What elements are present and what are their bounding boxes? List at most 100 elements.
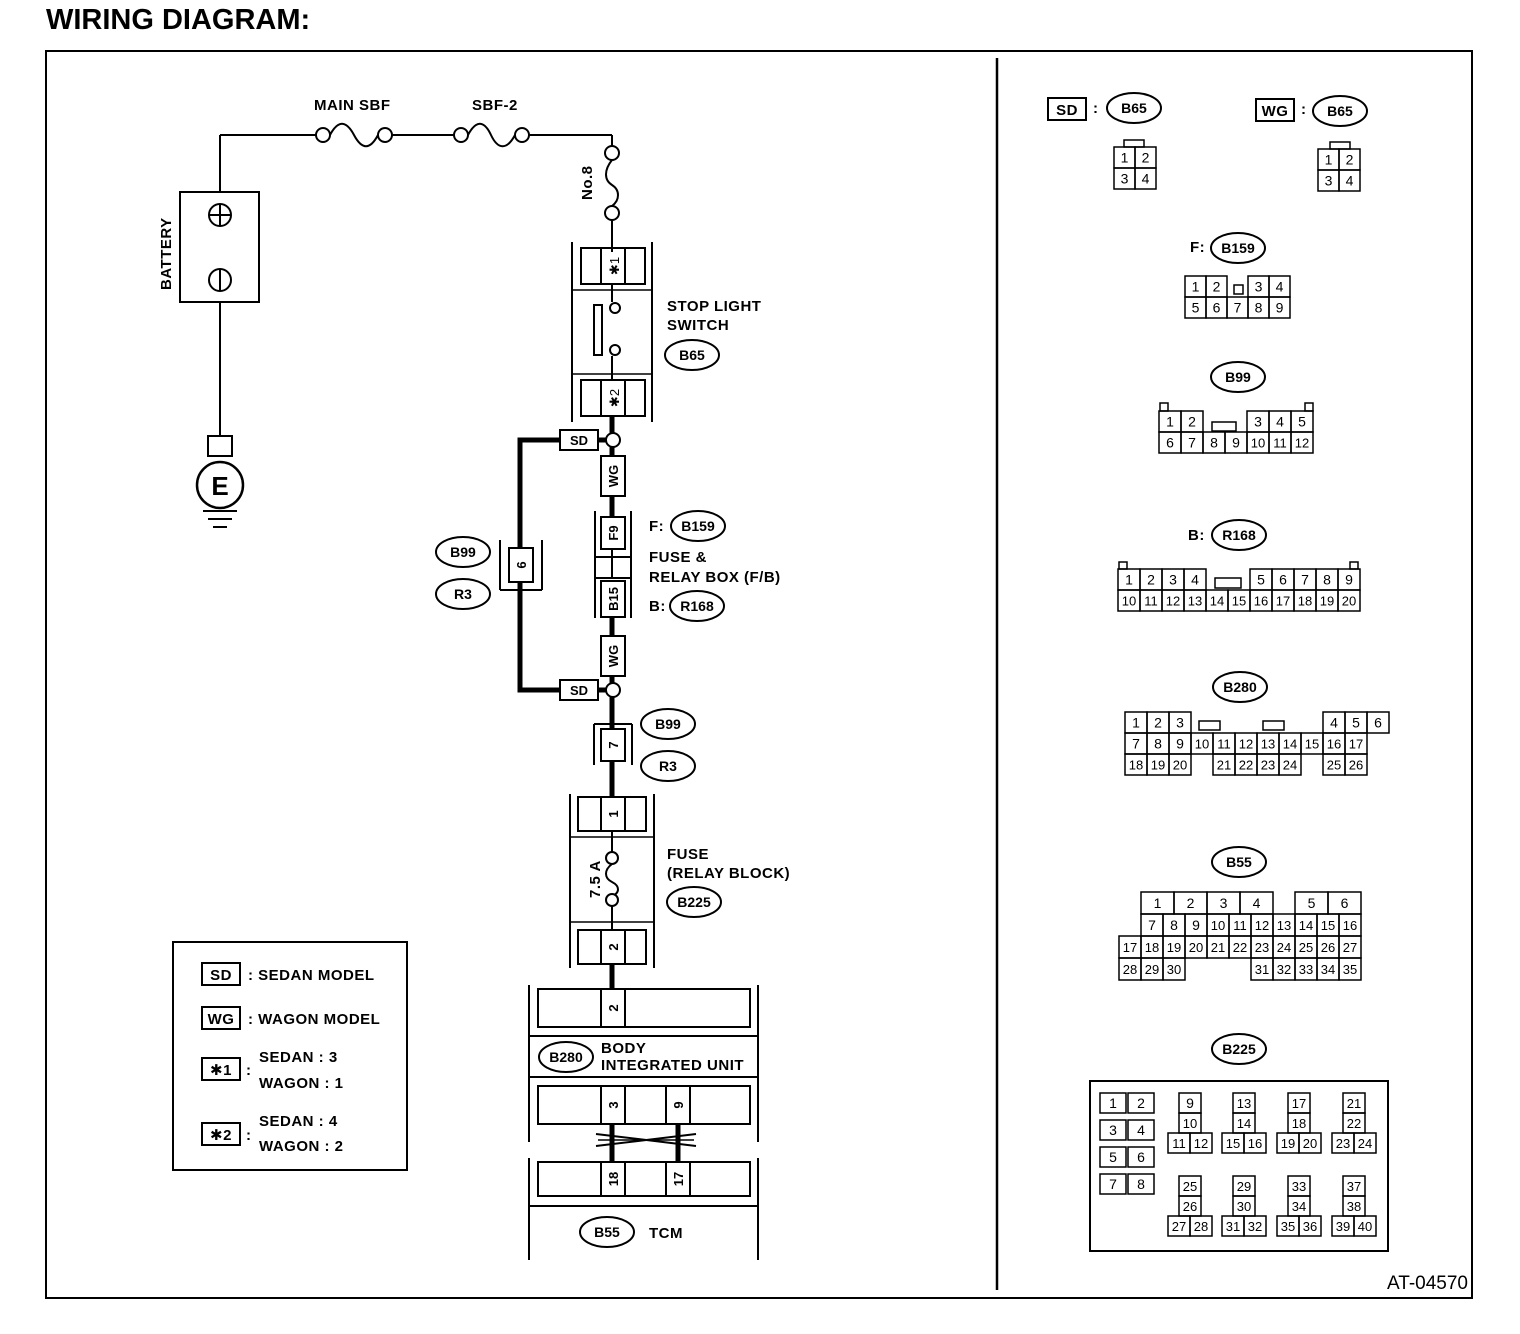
fuse-relay-box-label: FUSE &	[649, 549, 707, 566]
grid-b159-pin: 6	[1213, 300, 1221, 316]
grid-r168-pin: 7	[1301, 572, 1309, 588]
b225-pin: 17	[1292, 1096, 1306, 1111]
grid-b280-pin: 26	[1349, 758, 1363, 773]
grid-b99-pin: 6	[1166, 435, 1174, 451]
grid-sd-b65-pin: 1	[1121, 150, 1129, 166]
fuse-no8-label: No.8	[579, 165, 596, 200]
b225-pin: 38	[1347, 1199, 1361, 1214]
grid-b280-pin: 16	[1327, 737, 1341, 752]
b55-pin: 11	[1233, 918, 1247, 933]
grid-b159-pin: 8	[1255, 300, 1263, 316]
legend-star1-colon: :	[246, 1062, 252, 1079]
wire-tag-sd-upper: SD	[559, 429, 599, 451]
fuse-no8: No.8	[579, 145, 620, 221]
b225-pin: 25	[1183, 1179, 1197, 1194]
grid-r168-pin: 17	[1276, 594, 1290, 609]
b225-pin: 22	[1347, 1116, 1361, 1131]
grid-b159-pin: 5	[1192, 300, 1200, 316]
grid-b159-pin: 2	[1213, 279, 1221, 295]
b225-pin: 6	[1137, 1149, 1145, 1165]
grid-wg-b65-pin: 1	[1325, 152, 1333, 168]
legend-star1-tag: ✱1	[210, 1062, 232, 1079]
grid-b99-pin: 12	[1295, 436, 1309, 451]
b55-pin: 14	[1299, 918, 1313, 933]
b225-pin: 32	[1248, 1219, 1262, 1234]
b55-pin: 22	[1233, 940, 1247, 955]
b55-pin: 18	[1145, 940, 1159, 955]
grid-b280-pin: 17	[1349, 737, 1363, 752]
grid-b159-pin: 9	[1276, 300, 1284, 316]
grid-r168-pin: 1	[1125, 572, 1133, 588]
figure-id: AT-04570	[1387, 1273, 1468, 1294]
grid-b99-pin: 8	[1210, 435, 1218, 451]
stop-light-switch: ✱1 ✱2 STOP LIGHT SWITCH	[571, 242, 761, 422]
grid-b280-pin: 12	[1239, 737, 1253, 752]
b225-pin: 12	[1194, 1136, 1208, 1151]
pin-3: 3	[606, 1101, 621, 1108]
pin-17: 17	[671, 1172, 686, 1186]
svg-text:R168: R168	[1222, 527, 1256, 543]
connector-oval-b280: B280	[538, 1041, 594, 1073]
battery-block: BATTERY	[158, 191, 260, 303]
body-unit-label: BODY	[601, 1040, 646, 1057]
legend-star2-tag: ✱2	[210, 1127, 232, 1144]
body-unit-label-2: INTEGRATED UNIT	[601, 1057, 744, 1074]
grid-r168-pin: 2	[1147, 572, 1155, 588]
grid-r168-pin: 20	[1342, 594, 1356, 609]
b55-pin: 30	[1167, 962, 1181, 977]
b225-pin: 15	[1226, 1136, 1240, 1151]
svg-text:SD: SD	[570, 433, 588, 448]
b55-pin: 20	[1189, 940, 1203, 955]
b55-pin: 31	[1255, 962, 1269, 977]
svg-text:B65: B65	[1327, 103, 1353, 119]
b225-pin: 35	[1281, 1219, 1295, 1234]
b55-pin: 12	[1255, 918, 1269, 933]
svg-text:R3: R3	[454, 586, 472, 602]
grid-sd-b65-pin: 4	[1142, 171, 1150, 187]
b-prefix-r168: B:	[649, 598, 666, 615]
b225-pin: 4	[1137, 1122, 1145, 1138]
svg-text:B99: B99	[450, 544, 476, 560]
b225-pin: 28	[1194, 1219, 1208, 1234]
grid-b99-pin: 10	[1251, 436, 1265, 451]
b225-pin: 18	[1292, 1116, 1306, 1131]
pin-1: 1	[606, 810, 621, 817]
stop-light-switch-label: STOP LIGHT	[667, 298, 761, 315]
body-integrated-unit: 2 BODY INTEGRATED UNIT 3 9	[528, 985, 759, 1142]
legend-star2-colon: :	[246, 1127, 252, 1144]
b55-pin: 13	[1277, 918, 1291, 933]
svg-text:WG: WG	[606, 465, 621, 487]
svg-text:B65: B65	[1121, 100, 1147, 116]
svg-text:WG: WG	[606, 645, 621, 667]
grid-b280-pin: 8	[1154, 736, 1162, 752]
grid-r168-pin: 8	[1323, 572, 1331, 588]
b225-pin: 16	[1248, 1136, 1262, 1151]
grid-sd-b65-pin: 2	[1142, 150, 1150, 166]
connector-oval-b65: B65	[664, 339, 720, 371]
pin-star1: ✱1	[607, 257, 622, 275]
svg-text:SD: SD	[570, 683, 588, 698]
tcm-label: TCM	[649, 1225, 683, 1242]
b225-pin: 19	[1281, 1136, 1295, 1151]
svg-text:B55: B55	[1226, 854, 1252, 870]
b55-pin: 23	[1255, 940, 1269, 955]
svg-text:WG: WG	[1262, 103, 1289, 120]
svg-text:B159: B159	[1221, 240, 1255, 256]
wire-tag-wg-upper: WG	[600, 455, 626, 497]
b55-pin: 24	[1277, 940, 1291, 955]
grid-b99-pin: 2	[1188, 414, 1196, 430]
connector-pin7: 7	[593, 723, 633, 765]
b55-pin: 21	[1211, 940, 1225, 955]
connector-oval-b225: B225	[666, 886, 722, 918]
svg-text:R168: R168	[680, 598, 714, 614]
connector-pin6: 6	[499, 540, 543, 591]
legend-sd-text: : SEDAN MODEL	[248, 967, 375, 984]
grid-r168-pin: 5	[1257, 572, 1265, 588]
b225-pin: 2	[1137, 1095, 1145, 1111]
b55-pin: 35	[1343, 962, 1357, 977]
